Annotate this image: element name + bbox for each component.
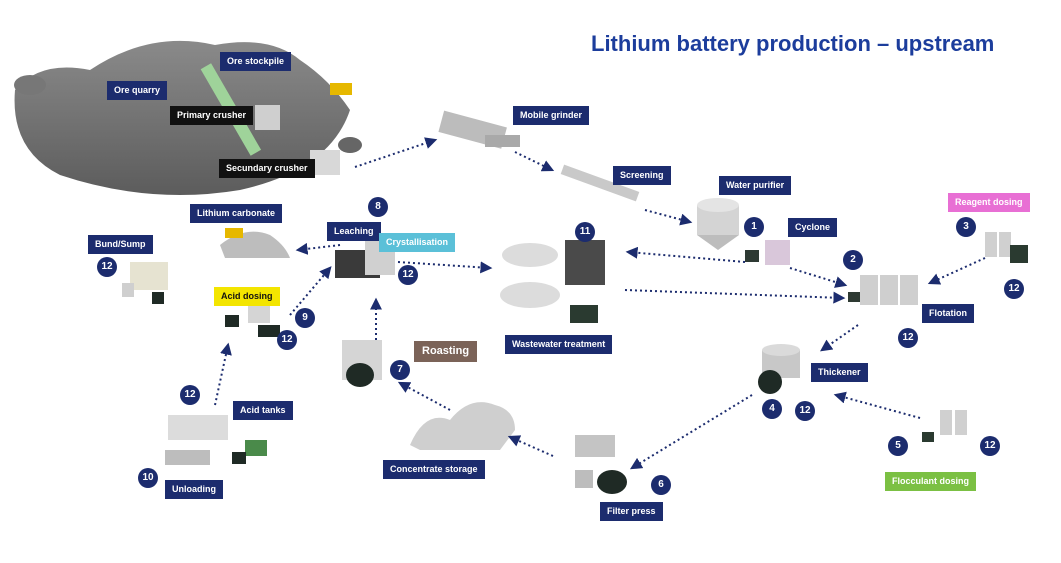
concentrate-storage-illustration xyxy=(410,402,515,450)
label-unloading: Unloading xyxy=(165,480,223,499)
arrow-cyclone-to-flotation xyxy=(789,267,848,288)
reagent-dosing-illustration xyxy=(985,232,1028,263)
step-badge-12-flotation: 12 xyxy=(898,328,918,348)
step-badge-7: 7 xyxy=(390,360,410,380)
step-badge-10: 10 xyxy=(138,468,158,488)
step-badge-2: 2 xyxy=(843,250,863,270)
acid-dosing-illustration xyxy=(225,303,280,337)
arrow-screening-to-purifier xyxy=(644,209,693,226)
arrow-flocculant-to-thickener xyxy=(833,391,921,419)
label-primary-crusher: Primary crusher xyxy=(170,106,254,125)
cyclone-illustration xyxy=(745,240,790,265)
arrow-thickener-to-filter xyxy=(629,394,753,470)
step-badge-1: 1 xyxy=(744,217,764,237)
step-badge-4: 4 xyxy=(762,399,782,419)
flow-arrows xyxy=(214,137,986,470)
lithium-carbonate-illustration xyxy=(220,228,290,258)
label-reagent-dosing: Reagent dosing xyxy=(948,193,1030,212)
label-thickener: Thickener xyxy=(811,363,868,382)
label-flocculant-dosing: Flocculant dosing xyxy=(885,472,977,491)
step-badge-12-thickener: 12 xyxy=(795,401,815,421)
arrow-filter-to-storage xyxy=(507,435,554,457)
bund-sump-illustration xyxy=(122,262,168,304)
label-ore-stockpile: Ore stockpile xyxy=(220,52,292,71)
step-badge-6: 6 xyxy=(651,475,671,495)
label-lithium-carbonate: Lithium carbonate xyxy=(190,204,283,223)
arrow-acid-to-leaching xyxy=(289,266,332,316)
arrow-wastewater-to-flotation xyxy=(624,289,846,304)
filter-press-illustration xyxy=(575,435,627,494)
arrow-cyclone-to-wastewater xyxy=(625,246,746,263)
step-badge-12-leaching: 12 xyxy=(398,265,418,285)
screening-illustration xyxy=(560,164,640,202)
arrow-crusher-to-grinder xyxy=(354,137,438,168)
flotation-illustration xyxy=(848,275,918,305)
wastewater-treatment-illustration xyxy=(500,240,605,323)
step-badge-9: 9 xyxy=(295,308,315,328)
label-ore-quarry: Ore quarry xyxy=(107,81,168,100)
step-badge-3: 3 xyxy=(956,217,976,237)
step-badge-11: 11 xyxy=(575,222,595,242)
step-badge-12-acid-dosing: 12 xyxy=(277,330,297,350)
label-crystallisation: Crystallisation xyxy=(379,233,456,252)
arrow-grinder-to-screening xyxy=(514,151,555,172)
label-concentrate-storage: Concentrate storage xyxy=(383,460,485,479)
roasting-illustration xyxy=(342,340,382,387)
water-purifier-illustration xyxy=(697,198,739,250)
arrow-leaching-to-carbonate xyxy=(295,242,341,255)
step-badge-8: 8 xyxy=(368,197,388,217)
step-badge-12-reagent: 12 xyxy=(1004,279,1024,299)
label-secondary-crusher: Secundary crusher xyxy=(219,159,315,178)
label-flotation: Flotation xyxy=(922,304,974,323)
thickener-illustration xyxy=(758,344,800,394)
step-badge-12-acid-tanks: 12 xyxy=(180,385,200,405)
label-water-purifier: Water purifier xyxy=(719,176,792,195)
mobile-grinder-illustration xyxy=(438,110,520,149)
label-acid-tanks: Acid tanks xyxy=(233,401,293,420)
arrow-leaching-to-wastewater xyxy=(397,261,493,274)
step-badge-12-flocculant: 12 xyxy=(980,436,1000,456)
label-screening: Screening xyxy=(613,166,671,185)
arrow-acidtanks-to-acid xyxy=(214,342,232,406)
step-badge-12-bund: 12 xyxy=(97,257,117,277)
flocculant-dosing-illustration xyxy=(922,410,967,442)
arrow-flotation-to-thickener xyxy=(820,324,859,352)
step-badge-5: 5 xyxy=(888,436,908,456)
arrow-storage-to-roasting xyxy=(397,381,451,411)
label-filter-press: Filter press xyxy=(600,502,663,521)
label-wastewater-treatment: Wastewater treatment xyxy=(505,335,613,354)
label-acid-dosing: Acid dosing xyxy=(214,287,280,306)
label-mobile-grinder: Mobile grinder xyxy=(513,106,590,125)
label-leaching: Leaching xyxy=(327,222,381,241)
label-roasting: Roasting xyxy=(414,341,478,362)
label-cyclone: Cyclone xyxy=(788,218,838,237)
label-bund-sump: Bund/Sump xyxy=(88,235,153,254)
acid-tanks-illustration xyxy=(165,415,267,465)
arrow-reagent-to-flotation xyxy=(927,257,986,285)
diagram-title: Lithium battery production – upstream xyxy=(591,31,995,56)
